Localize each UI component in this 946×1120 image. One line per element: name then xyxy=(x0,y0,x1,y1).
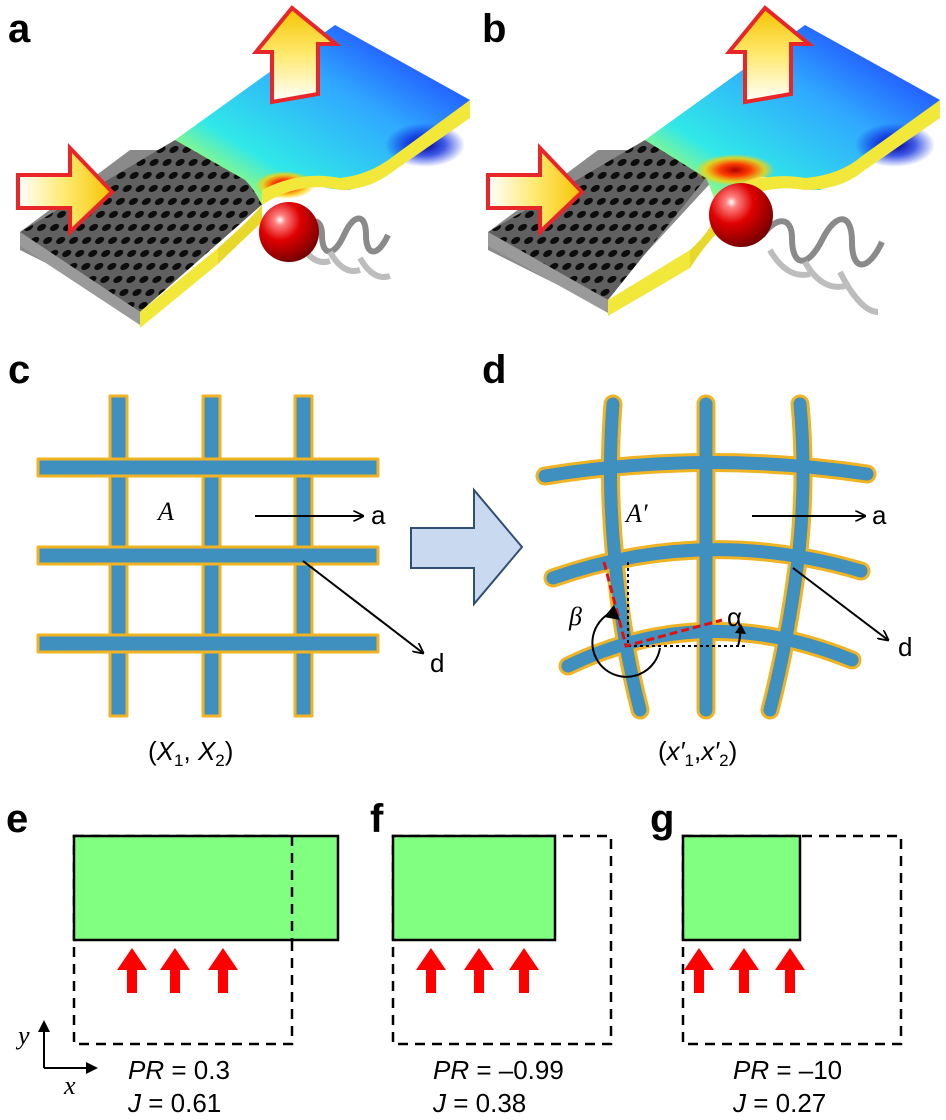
force-arrows-f xyxy=(416,948,539,993)
j-value-e: J = 0.61 xyxy=(127,1088,221,1118)
vector-label-d: d xyxy=(430,648,444,678)
pr-value-e: PR = 0.3 xyxy=(128,1055,230,1085)
alpha-label: α xyxy=(727,602,742,632)
push-arrow-a xyxy=(16,143,115,237)
axis-x-label: x xyxy=(63,1071,76,1100)
panel-label-d: d xyxy=(482,348,506,392)
deformed-lattice xyxy=(535,394,877,720)
alpha-arrowhead xyxy=(735,624,746,634)
up-arrow-b xyxy=(724,5,815,105)
panel-label-e: e xyxy=(6,797,28,841)
sphere-b xyxy=(709,183,773,247)
cell-label-a-prime: A′ xyxy=(624,499,648,528)
cell-label-a: A xyxy=(156,497,174,526)
plate-edge-right-b xyxy=(862,100,940,172)
push-arrow-b xyxy=(486,143,585,237)
pr-value-f: PR = –0.99 xyxy=(433,1055,564,1085)
force-arrows-e xyxy=(117,948,238,993)
panel-label-g: g xyxy=(650,797,674,841)
panel-a: a xyxy=(8,5,470,328)
beta-label: β xyxy=(568,602,582,631)
plate-front-face-b xyxy=(488,232,608,313)
transition-arrow xyxy=(410,487,524,607)
perforated-region xyxy=(20,140,290,312)
plate-edge-bend xyxy=(218,205,262,264)
deformed-block-g xyxy=(681,834,802,942)
vector-label-a: a xyxy=(371,500,386,530)
panel-b: b xyxy=(482,5,940,316)
coord-label-d: (x′1,x′2) xyxy=(658,736,737,770)
panel-label-b: b xyxy=(482,7,506,51)
panel-d: d A′ a d xyxy=(482,348,912,770)
deformed-lattice-fill xyxy=(538,397,874,717)
panel-label-a: a xyxy=(8,7,31,51)
sphere-a xyxy=(259,202,319,262)
up-arrow-a xyxy=(251,5,342,105)
vector-label-d-prime: d xyxy=(898,632,912,662)
plate-edge-yellow-b xyxy=(608,250,690,316)
deformed-block-f xyxy=(391,834,557,942)
vector-arrow-d xyxy=(302,560,423,653)
plate-front-face xyxy=(20,232,140,325)
spring-b-loops xyxy=(767,248,879,315)
axis-y-label: y xyxy=(15,1021,30,1050)
spring-a xyxy=(297,215,391,255)
plate-edge-curved-b xyxy=(718,156,862,212)
panel-f: f PR = –0.99 J = 0.38 xyxy=(370,797,613,1118)
force-arrows-g xyxy=(684,948,805,993)
beta-arrowhead xyxy=(604,605,620,620)
deformed-block xyxy=(72,834,340,942)
panel-label-c: c xyxy=(8,348,30,392)
spring-b xyxy=(759,216,885,268)
j-value-f: J = 0.38 xyxy=(432,1088,526,1118)
plate-edge-curved xyxy=(262,155,395,205)
stress-hotspot-b xyxy=(695,154,775,186)
panel-g: g PR = –10 J = 0.27 xyxy=(650,797,903,1118)
pr-value-g: PR = –10 xyxy=(733,1055,842,1085)
plate-edge-yellow xyxy=(140,248,218,328)
vector-arrow-d-prime xyxy=(792,567,888,640)
j-value-g: J = 0.27 xyxy=(732,1088,826,1118)
square-lattice xyxy=(36,394,380,718)
beta-angle-arc xyxy=(591,611,661,678)
coord-label-c: (X1, X2) xyxy=(148,736,233,770)
vector-label-a-prime: a xyxy=(872,500,887,530)
panel-e: e y x PR = 0.3 J = 0.61 xyxy=(6,797,340,1118)
deformed-axes-dashed xyxy=(602,561,723,648)
panel-c: c xyxy=(8,348,444,770)
perforated-region-b xyxy=(488,140,706,300)
axis-indicator: y x xyxy=(15,1020,98,1100)
panel-label-f: f xyxy=(370,797,384,841)
plate-edge-right xyxy=(395,100,470,170)
lattice-joints xyxy=(111,460,311,651)
